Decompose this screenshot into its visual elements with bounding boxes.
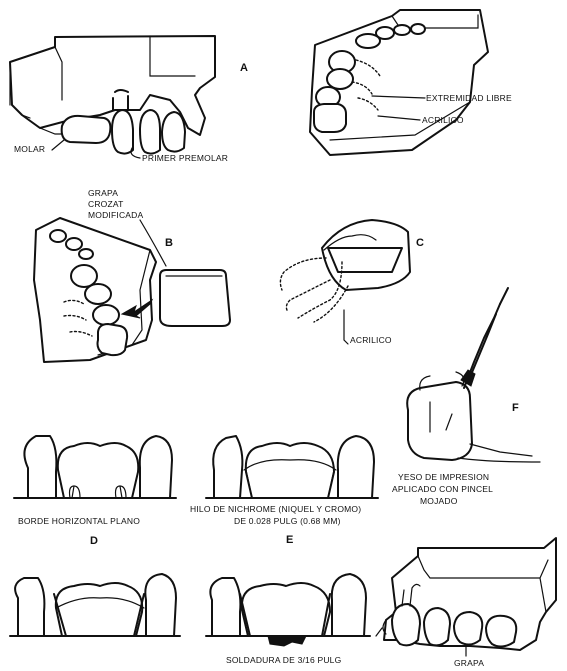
label-clasp-1: GRAPA [88, 188, 118, 198]
panel-b-cast [34, 218, 156, 362]
label-solder: SOLDADURA DE 3/16 pulg [226, 655, 341, 665]
panel-d-wire-loops [14, 436, 176, 498]
label-plaster-2: APLICADO CON PINCEL [392, 484, 493, 494]
panel-a-side-cast [10, 36, 215, 154]
label-clasp-2: CROZAT [88, 199, 124, 209]
panel-b-clasp [160, 270, 230, 326]
label-horizontal-edge: BORDE HORIZONTAL PLANO [18, 516, 140, 526]
bottom-left-clasp [10, 574, 180, 636]
label-acrylic-c: ACRILICO [350, 335, 392, 345]
label-clasp-bottom: GRAPA [454, 658, 484, 668]
label-acrylic-a: ACRILICO [422, 115, 464, 125]
label-wire-2: DE 0.028 pulg (0.68 mm) [234, 516, 341, 526]
panel-c-letter: C [416, 237, 424, 249]
panel-c-clasp-with-acrylic [280, 220, 410, 344]
label-clasp-3: MODIFICADA [88, 210, 143, 220]
panel-e-letter: E [286, 534, 294, 546]
label-free-end: EXTREMIDAD LIBRE [426, 93, 512, 103]
bottom-middle-solder [206, 574, 370, 646]
label-wire-1: HILO DE NICHROME (NIQUEL Y CROMO) [190, 504, 361, 514]
panel-d-letter: D [90, 535, 98, 547]
label-first-premolar: PRIMER PREMOLAR [142, 153, 228, 163]
panel-b-letter: B [165, 237, 173, 249]
bottom-right-cast [376, 538, 556, 656]
panel-f-letter: F [512, 402, 519, 414]
label-plaster-1: YESO DE IMPRESION [398, 472, 489, 482]
panel-a-occlusal-cast [310, 10, 488, 155]
panel-a-letter: A [240, 62, 248, 74]
panel-f-tooth-brush [407, 288, 540, 462]
label-molar: MOLAR [14, 144, 45, 154]
panel-e-wire-loops [206, 436, 378, 498]
label-plaster-3: MOJADO [420, 496, 458, 506]
